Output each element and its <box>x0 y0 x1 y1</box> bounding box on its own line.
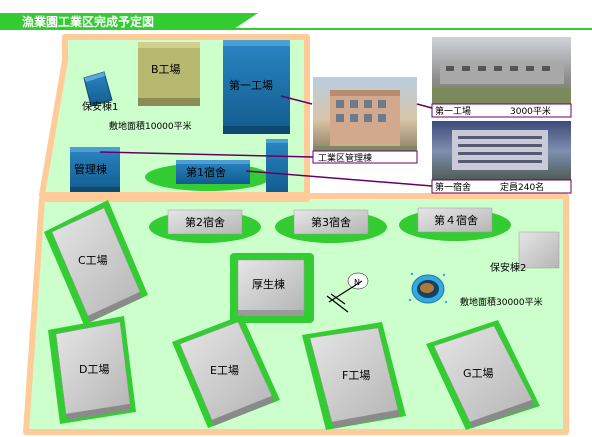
dorm-2-label: 第2宿舍 <box>185 215 225 229</box>
leader-line-factory-1 <box>280 95 313 105</box>
lower-site-area-label: 敷地面積30000平米 <box>460 296 543 308</box>
factory-1 <box>223 40 290 134</box>
factory-c <box>44 200 148 325</box>
dorm-1-label: 第1宿舍 <box>186 165 226 179</box>
pond-icon <box>408 272 448 304</box>
dorm-3-label: 第3宿舍 <box>311 215 351 229</box>
factory-1-photo-caption-name: 第一工場 <box>435 105 471 117</box>
factory-f <box>302 322 406 430</box>
leader-line-management <box>99 151 314 158</box>
compass-icon <box>326 272 369 313</box>
security-building-1-label: 保安棟1 <box>82 100 118 113</box>
leader-line-dorm-1 <box>245 170 433 187</box>
management-building-label: 管理棟 <box>74 162 107 176</box>
factory-1-photo-caption-box <box>431 103 572 118</box>
factory-c-label: C工場 <box>78 254 108 267</box>
management-building <box>70 147 120 192</box>
factory-1-label: 第一工場 <box>229 78 273 92</box>
dorm-4 <box>399 207 511 241</box>
dorm-2 <box>149 209 261 243</box>
compass-north-label: N <box>354 278 360 287</box>
dorm-4-label: 第４宿舍 <box>434 213 478 227</box>
dorm-1-photo <box>432 121 571 181</box>
header-rule <box>0 28 592 30</box>
dorm-3 <box>275 209 387 243</box>
factory-f-label: F工場 <box>342 369 370 382</box>
factory-1-photo-caption-area: 3000平米 <box>510 105 551 117</box>
leader-line-factory-1-photo <box>416 103 433 109</box>
dorm-1-photo-caption-box <box>431 179 572 194</box>
page-title: 漁業園工業区完成予定図 <box>22 14 154 29</box>
management-photo-caption: 工業区管理棟 <box>318 152 372 164</box>
welfare-building-label: 厚生棟 <box>252 277 285 291</box>
security-building-2-label: 保安棟2 <box>490 261 526 274</box>
management-building-photo <box>313 77 417 154</box>
dorm-1-photo-caption-name: 第一宿舍 <box>435 181 471 193</box>
upper-site-area-label: 敷地面積10000平米 <box>109 120 192 132</box>
factory-d-label: D工場 <box>79 363 109 376</box>
factory-e-label: E工場 <box>210 364 239 377</box>
factory-e <box>172 315 280 428</box>
factory-1-photo <box>432 37 571 105</box>
factory-g <box>426 320 540 430</box>
dorm-1-photo-caption-capacity: 定員240名 <box>500 181 544 193</box>
dorm-1 <box>145 160 271 191</box>
factory-d <box>48 316 136 424</box>
welfare-building <box>230 253 314 323</box>
header-bar <box>0 13 258 29</box>
factory-b-label: B工場 <box>151 63 181 76</box>
small-blue-building <box>266 139 288 192</box>
factory-b <box>138 42 200 106</box>
security-building-2 <box>518 231 560 269</box>
factory-g-label: G工場 <box>463 367 494 380</box>
security-building-1 <box>83 71 113 107</box>
